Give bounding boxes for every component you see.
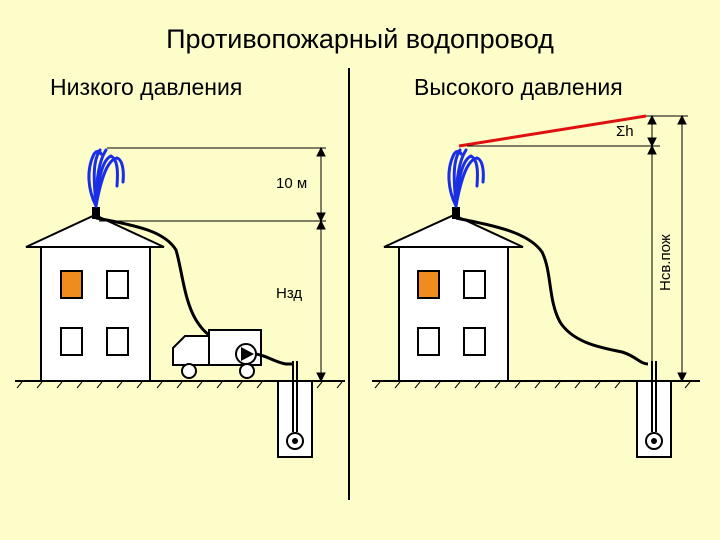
house-wall	[398, 246, 509, 382]
window-lit	[60, 270, 83, 299]
fire-truck	[172, 329, 293, 379]
high-pressure-heading: Высокого давления	[414, 74, 623, 100]
dimensions-right	[467, 114, 688, 383]
building-height-label: Нзд	[276, 285, 303, 302]
jet-height-label: 10 м	[276, 175, 308, 192]
window	[106, 270, 129, 299]
hose-right	[455, 216, 649, 366]
window	[417, 327, 440, 356]
house-right	[383, 213, 524, 382]
house-roof	[383, 213, 524, 248]
house-wall	[40, 246, 151, 382]
window-lit	[417, 270, 440, 299]
hydrant-well-left	[277, 361, 313, 458]
slide-title: Противопожарный водопровод	[166, 24, 554, 54]
house-left	[25, 213, 165, 382]
nozzle-right	[452, 207, 460, 219]
window	[106, 327, 129, 356]
house-roof	[25, 213, 165, 248]
dimensions-left	[99, 146, 326, 383]
window	[463, 327, 486, 356]
window	[60, 327, 83, 356]
nozzle-left	[92, 207, 100, 219]
high-pressure-scheme	[372, 114, 700, 458]
hydrant-well-right	[636, 361, 672, 458]
water-jet-left	[87, 148, 125, 208]
low-pressure-scheme	[15, 146, 345, 458]
head-loss-label: Σh	[616, 123, 634, 140]
low-pressure-heading: Низкого давления	[50, 74, 243, 100]
free-head-label: Нсв.пож	[657, 234, 674, 291]
window	[463, 270, 486, 299]
water-jet-right	[447, 148, 485, 208]
head-loss-line	[458, 114, 647, 148]
